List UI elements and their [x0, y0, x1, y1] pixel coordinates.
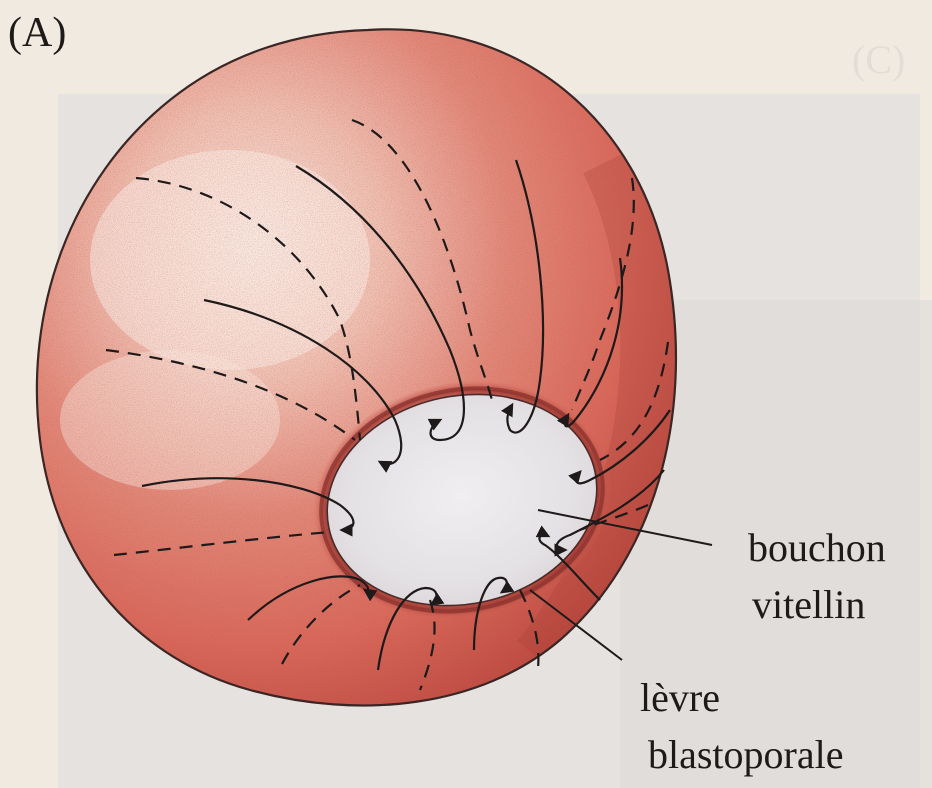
- blastopore-lip-label-line-1: lèvre: [640, 678, 720, 718]
- blastopore-lip-label-line-2: blastoporale: [648, 735, 844, 775]
- yolk-plug-label-line-2: vitellin: [752, 585, 865, 625]
- ghost-panel-letter: (C): [852, 40, 905, 80]
- panel-letter: (A): [8, 12, 66, 54]
- yolk-plug-label-line-1: bouchon: [748, 528, 886, 568]
